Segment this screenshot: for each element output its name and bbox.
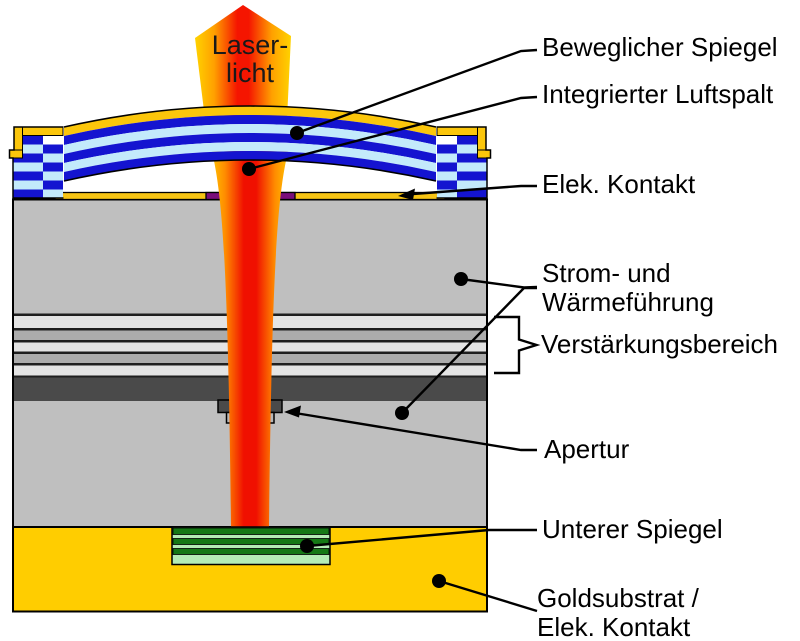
laser-beam-lower xyxy=(211,148,289,528)
label-top-contact: Elek. Kontakt xyxy=(542,169,696,199)
leader-line-top-contact xyxy=(405,184,537,196)
gain-region-bracket xyxy=(494,315,541,375)
leader-line-current-heat-lower xyxy=(401,286,537,414)
label-substrate-line2: Elek. Kontakt xyxy=(537,612,691,641)
callout-lines xyxy=(242,48,541,613)
label-gain-region: Verstärkungsbereich xyxy=(541,329,779,359)
callout-dot-current-heat-upper xyxy=(454,272,468,286)
label-lower-mirror: Unterer Spiegel xyxy=(542,514,723,544)
label-current-heat-line2: Wärmeführung xyxy=(542,287,714,317)
callout-dot-movable-mirror xyxy=(290,126,304,140)
leader-line-substrate xyxy=(438,579,538,613)
leader-line-aperture xyxy=(291,411,537,452)
laser-beam-upper xyxy=(195,5,291,119)
label-movable-mirror: Beweglicher Spiegel xyxy=(542,32,778,62)
label-substrate: Goldsubstrat / Elek. Kontakt xyxy=(537,584,699,641)
laser-light-line2: licht xyxy=(225,58,274,88)
leader-line-air-gap xyxy=(248,95,538,171)
label-air-gap: Integrierter Luftspalt xyxy=(542,79,774,109)
laser-light-line1: Laser- xyxy=(211,30,289,60)
label-aperture: Apertur xyxy=(544,434,630,464)
label-current-heat-line1: Strom- und xyxy=(542,258,671,288)
leader-line-lower-mirror xyxy=(306,528,537,548)
arrowhead-top-contact xyxy=(398,188,415,200)
laser-light-label: Laser- licht xyxy=(180,31,320,87)
callout-dot-current-heat-lower xyxy=(395,406,409,420)
callout-dot-substrate xyxy=(432,574,446,588)
callout-dot-lower-mirror xyxy=(300,539,314,553)
leader-line-movable-mirror xyxy=(296,48,538,135)
label-substrate-line1: Goldsubstrat / xyxy=(537,583,699,613)
label-current-heat: Strom- und Wärmeführung xyxy=(542,259,714,317)
right-anchor xyxy=(436,126,492,199)
arrowhead-aperture xyxy=(284,405,301,418)
upper-mirror-membrane xyxy=(63,105,437,182)
left-anchor xyxy=(8,126,64,199)
callout-dot-air-gap xyxy=(242,162,256,176)
